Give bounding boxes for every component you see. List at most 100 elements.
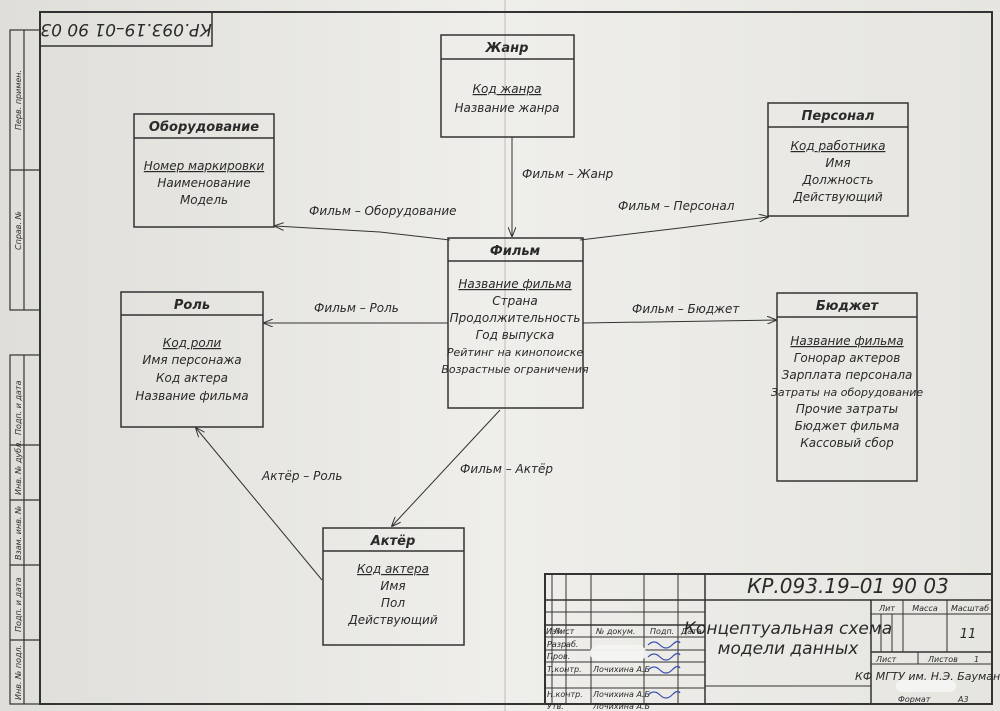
title-block: КР.093.19–01 90 03 Концептуальная схема … [544,573,1000,711]
row-utv: Утв. [547,702,564,711]
side-label-podp-data-2: Подп. и дата [14,577,23,632]
sheets-label: Листов [927,655,958,664]
scale-value: 11 [960,627,977,642]
entity-attr: Возрастные ограничения [441,363,589,376]
side-label-inv-podl: Инв. № подл. [14,645,23,700]
entity-title: Актёр [370,534,416,549]
signature-scribble [647,690,681,699]
signature-scribble [647,665,681,674]
row-nkontr: Н.контр. [547,690,583,699]
entity-key-attr: Код актера [357,562,429,576]
signature-scribble [647,640,681,649]
entity-attr: Продолжительность [450,311,581,325]
entity-attr: Зарплата персонала [782,368,913,382]
org-name: КФ МГТУ им. Н.Э. Баумана [855,670,1000,683]
side-margin-table [9,29,41,705]
entity-actor: Актёр Код актера Имя Пол Действующий [322,527,465,646]
entity-attr: Название жанра [454,101,559,115]
side-label-vzam-inv: Взам. инв. № [14,506,23,560]
side-label-inv-dubl: Инв. № дубл. [14,440,23,495]
hdr-doc: № докум. [595,627,635,636]
label-film-genre: Фильм – Жанр [522,167,614,181]
entity-role: Роль Код роли Имя персонажа Код актера Н… [120,291,264,428]
hdr-izm: Изм [546,627,562,636]
entity-key-attr: Код роли [163,336,222,350]
label-film-role: Фильм – Роль [314,301,399,315]
entity-attr: Страна [492,294,538,308]
entity-attr: Затраты на оборудование [771,386,924,399]
col-mass: Масса [912,604,938,613]
entity-attr: Действующий [347,613,438,627]
entity-title: Фильм [490,244,541,259]
code-stamp: КР.093.19–01 90 03 [39,11,213,47]
col-scale: Масштаб [951,604,989,613]
entity-attr: Гонорар актеров [794,351,901,365]
entity-attr: Пол [381,596,405,610]
entity-attr: Модель [180,193,228,207]
entity-title: Роль [174,298,210,313]
sheet-label: Лист [875,655,897,664]
entity-key-attr: Номер маркировки [144,159,265,173]
line-film-budget [582,320,776,323]
label-film-staff: Фильм – Персонал [618,199,735,213]
entity-attr: Имя [825,156,850,170]
entity-attr: Название фильма [135,389,248,403]
entity-staff: Персонал Код работника Имя Должность Дей… [767,102,909,217]
relation-lines [196,137,776,581]
entity-genre: Жанр Код жанра Название жанра [440,34,575,138]
row-razrab: Разраб. [547,640,578,649]
label-film-equipment: Фильм – Оборудование [309,204,457,218]
sheets-value: 1 [974,655,979,664]
entity-title: Бюджет [816,299,880,314]
entity-key-attr: Код жанра [473,82,542,96]
redaction-mark [896,680,956,692]
entity-key-attr: Название фильма [790,334,903,348]
entity-budget: Бюджет Название фильма Гонорар актеров З… [771,292,924,482]
entity-attr: Имя [380,579,405,593]
name-nkontr: Лочихина А.Б [592,690,650,699]
label-film-actor: Фильм – Актёр [460,462,553,476]
code-stamp-text: КР.093.19–01 90 03 [40,19,211,39]
entity-equipment: Оборудование Номер маркировки Наименован… [133,113,275,228]
hdr-date: Дата [680,627,702,636]
line-film-equipment [275,226,451,241]
label-actor-role: Актёр – Роль [261,469,342,483]
label-film-budget: Фильм – Бюджет [632,302,740,316]
format-value: А3 [957,695,969,704]
entity-key-attr: Название фильма [458,277,571,291]
line-actor-role [196,428,323,581]
row-prov: Пров. [547,652,570,661]
entity-attr: Имя персонажа [142,353,241,367]
doc-title-line2: модели данных [718,639,860,659]
line-film-staff [579,217,768,241]
entity-attr: Кассовый сбор [800,436,894,450]
hdr-sign: Подп. [650,627,674,636]
side-label-perv-primen: Перв. примен. [14,70,23,130]
entity-attr: Год выпуска [476,328,555,342]
side-label-sprav: Справ. № [14,211,23,250]
hdr-list: Лист [553,627,575,636]
side-labels: Перв. примен. Справ. № Подп. и дата Инв.… [14,70,23,700]
entity-film: Фильм Название фильма Страна Продолжител… [441,237,589,409]
row-tkontr: Т.контр. [547,665,582,674]
line-film-actor [392,409,501,526]
entity-title: Персонал [802,109,875,124]
side-label-podp-data-1: Подп. и дата [14,380,23,435]
relation-labels: Фильм – Жанр Фильм – Оборудование Фильм … [261,167,740,483]
entity-attr: Прочие затраты [796,402,898,416]
entity-attr: Рейтинг на кинопоиске [447,346,583,359]
entity-attr: Код актера [156,371,228,385]
entity-attr: Должность [801,173,873,187]
entity-title: Оборудование [149,120,259,135]
col-lit: Лит [878,604,895,613]
signature-scribble [647,652,681,661]
entity-attr: Бюджет фильма [795,419,900,433]
redaction-mark [590,645,646,661]
entity-attr: Действующий [792,190,883,204]
entity-key-attr: Код работника [791,139,886,153]
doc-code: КР.093.19–01 90 03 [747,574,949,598]
name-utv: Лочихина А.Б [592,702,650,711]
entity-title: Жанр [485,41,529,56]
